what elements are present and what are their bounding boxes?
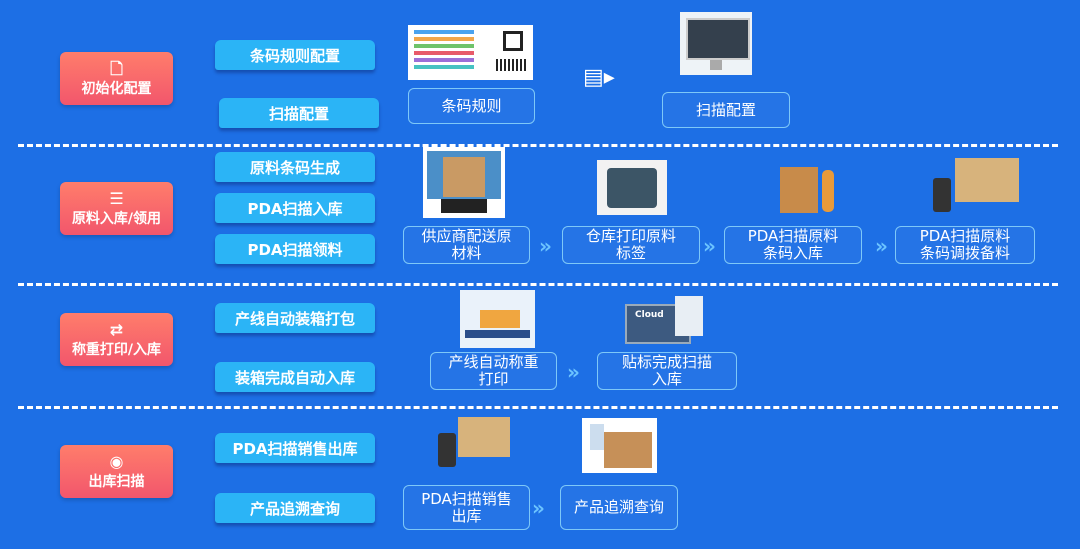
chip-auto-packing[interactable]: 产线自动装箱打包 bbox=[215, 303, 375, 333]
chip-pda-picking[interactable]: PDA扫描领料 bbox=[215, 234, 375, 264]
step-supplier-delivery: 供应商配送原材料 bbox=[403, 226, 530, 264]
step-barcode-rule: 条码规则 bbox=[408, 88, 535, 124]
step-label-scan: 贴标完成扫描入库 bbox=[597, 352, 737, 390]
chip-material-barcode[interactable]: 原料条码生成 bbox=[215, 152, 375, 182]
barcode-rule-image bbox=[408, 25, 533, 80]
cloud-monitor-image: Cloud bbox=[625, 296, 705, 345]
chip-scan-config[interactable]: 扫描配置 bbox=[219, 98, 379, 128]
step-scan-config: 扫描配置 bbox=[662, 92, 790, 128]
section-outbound-scan[interactable]: ◉出库扫描 bbox=[60, 445, 173, 498]
section-initial-config[interactable]: 🗋初始化配置 bbox=[60, 52, 173, 105]
step-pda-transfer: PDA扫描原料条码调拨备料 bbox=[895, 226, 1035, 264]
step-product-trace: 产品追溯查询 bbox=[560, 485, 678, 530]
pda-pallet-image bbox=[432, 417, 512, 473]
chip-pda-inbound[interactable]: PDA扫描入库 bbox=[215, 193, 375, 223]
scan-monitor-image bbox=[680, 12, 752, 75]
trace-box-image bbox=[582, 418, 657, 473]
chip-auto-inbound[interactable]: 装箱完成自动入库 bbox=[215, 362, 375, 392]
production-line-image bbox=[460, 290, 535, 348]
arrow-icon: » bbox=[567, 360, 580, 384]
scan-waves-icon: ▤▸ bbox=[583, 65, 615, 90]
section-material-inbound[interactable]: ☰原料入库/领用 bbox=[60, 182, 173, 235]
section-divider bbox=[18, 283, 1058, 286]
arrow-icon: » bbox=[539, 234, 552, 258]
section-divider bbox=[18, 406, 1058, 409]
step-print-label: 仓库打印原料标签 bbox=[562, 226, 700, 264]
step-auto-weigh: 产线自动称重打印 bbox=[430, 352, 557, 390]
pda-pallet-image bbox=[925, 158, 1025, 218]
arrow-icon: » bbox=[532, 496, 545, 520]
document-plus-icon: 🗋 bbox=[110, 58, 123, 78]
worker-boxes-image bbox=[780, 162, 840, 215]
chip-pda-sales-outbound[interactable]: PDA扫描销售出库 bbox=[215, 433, 375, 463]
step-pda-inbound: PDA扫描原料条码入库 bbox=[724, 226, 862, 264]
arrow-icon: » bbox=[875, 234, 888, 258]
section-weigh-print[interactable]: ⇄称重打印/入库 bbox=[60, 313, 173, 366]
flow-icon: ⇄ bbox=[109, 319, 124, 339]
section-divider bbox=[18, 144, 1058, 147]
label-printer-image bbox=[597, 160, 667, 215]
truck-image bbox=[423, 147, 505, 218]
step-pda-sales-outbound: PDA扫描销售出库 bbox=[403, 485, 530, 530]
list-document-icon: ☰ bbox=[109, 188, 124, 208]
arrow-icon: » bbox=[703, 234, 716, 258]
chip-barcode-rule-config[interactable]: 条码规则配置 bbox=[215, 40, 375, 70]
chip-product-trace[interactable]: 产品追溯查询 bbox=[215, 493, 375, 523]
scan-circle-icon: ◉ bbox=[109, 451, 124, 471]
